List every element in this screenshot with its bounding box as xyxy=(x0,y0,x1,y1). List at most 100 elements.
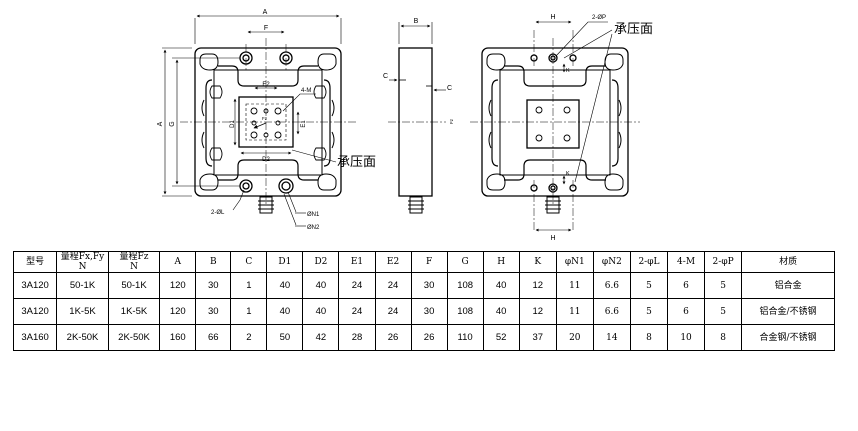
column-header-unit: N xyxy=(78,262,87,272)
axis-label-fz-side: Fz xyxy=(449,118,454,124)
dim-label-H-bottom: H xyxy=(550,235,555,242)
table-cell: 30 xyxy=(195,298,232,325)
column-header: A xyxy=(159,251,197,273)
column-header-unit: N xyxy=(130,262,138,272)
table-cell: 1K-5K xyxy=(56,298,109,325)
table-cell: 铝合金 xyxy=(741,272,835,299)
table-cell: 3A120 xyxy=(12,272,58,299)
column-header: D1 xyxy=(266,251,304,273)
table-cell: 40 xyxy=(266,298,304,325)
column-header-line1: D2 xyxy=(314,257,328,267)
column-header-line1: F xyxy=(425,257,433,267)
dim-label-D1: D1 xyxy=(230,120,236,128)
table-cell: 50 xyxy=(266,324,304,351)
table-cell: 24 xyxy=(374,298,412,325)
table-cell: 26 xyxy=(374,324,412,351)
column-header-line1: 2-φP xyxy=(712,257,734,267)
column-header: D2 xyxy=(302,251,340,273)
front-left-slot xyxy=(205,79,213,167)
table-cell: 50-1K xyxy=(107,272,161,299)
column-header: 2-φP xyxy=(704,251,743,273)
table-cell: 160 xyxy=(159,324,197,351)
table-cell: 5 xyxy=(704,298,743,325)
column-header: F xyxy=(410,251,448,273)
front-lobe-br xyxy=(317,173,337,191)
column-header-line1: E2 xyxy=(386,257,400,267)
dim-label-K-bottom: K xyxy=(566,171,570,177)
dim-label-A-side: A xyxy=(157,121,164,126)
table-cell: 6.6 xyxy=(592,272,631,299)
column-header-line1: φN1 xyxy=(564,257,585,267)
column-header: K xyxy=(518,251,557,273)
column-header: E2 xyxy=(374,251,412,273)
table-cell: 12 xyxy=(518,298,557,325)
table-cell: 5 xyxy=(629,272,669,299)
table-cell: 26 xyxy=(410,324,448,351)
dim-label-E2: E2 xyxy=(262,82,270,88)
table-cell: 2 xyxy=(230,324,268,351)
front-top-slot xyxy=(218,65,318,87)
table-cell: 11 xyxy=(555,272,594,299)
column-header-line1: K xyxy=(534,257,542,267)
front-bottom-slot xyxy=(218,159,318,181)
table-cell: 30 xyxy=(410,272,448,299)
table-cell: 24 xyxy=(338,298,376,325)
table-cell: 6.6 xyxy=(592,298,631,325)
column-header-line1: 2-φL xyxy=(638,257,660,267)
table-cell: 1 xyxy=(230,298,268,325)
table-cell: 120 xyxy=(159,298,197,325)
column-header-line1: 量程Fz xyxy=(119,252,149,263)
column-header: C xyxy=(230,251,268,273)
dim-label-N2: ØN2 xyxy=(307,225,320,231)
column-header-line1: D1 xyxy=(278,257,292,267)
column-header: φN2 xyxy=(592,251,631,273)
dim-label-4-M: 4-M xyxy=(301,88,311,94)
table-cell: 40 xyxy=(266,272,304,299)
table-cell: 52 xyxy=(482,324,520,351)
table-cell: 14 xyxy=(592,324,631,351)
dim-label-D2: D2 xyxy=(262,157,270,163)
column-header-line1: 4-M xyxy=(677,257,696,267)
table-cell: 30 xyxy=(410,298,448,325)
dim-label-N1: ØN1 xyxy=(307,212,320,218)
table-cell: 5 xyxy=(629,298,669,325)
dim-label-A: A xyxy=(263,9,268,16)
dim-label-K-top: K xyxy=(566,68,570,74)
column-header-line1: φN2 xyxy=(601,257,622,267)
table-cell: 6 xyxy=(666,298,706,325)
table-cell: 10 xyxy=(666,324,706,351)
front-lobe-tl xyxy=(199,53,219,71)
table-cell: 24 xyxy=(374,272,412,299)
table-cell: 30 xyxy=(195,272,232,299)
table-cell: 20 xyxy=(555,324,594,351)
front-view-labels: A F E2 D2 D1 E1 G A 4-M 2-ØL ØN1 ØN2 Fz … xyxy=(157,9,376,231)
front-view xyxy=(162,14,357,227)
axis-label-fz-front: Fz xyxy=(262,116,268,121)
table-cell: 120 xyxy=(159,272,197,299)
table-cell: 1 xyxy=(230,272,268,299)
rear-view xyxy=(470,20,640,232)
rear-view-labels: H H 2-ØP K K 承压面 xyxy=(550,14,653,242)
dim-label-C-top: C xyxy=(383,73,388,80)
table-cell: 12 xyxy=(518,272,557,299)
technical-drawing: A F E2 D2 D1 E1 G A 4-M 2-ØL ØN1 ØN2 Fz … xyxy=(157,9,653,242)
dim-label-G: G xyxy=(169,121,176,126)
column-header-line1: H xyxy=(497,257,506,267)
table-cell: 6 xyxy=(666,272,706,299)
dim-label-F: F xyxy=(264,25,268,32)
column-header: E1 xyxy=(338,251,376,273)
column-header: B xyxy=(195,251,232,273)
dim-label-H-top: H xyxy=(550,14,555,21)
bearing-face-label-front: 承压面 xyxy=(337,155,376,170)
column-header: 型号 xyxy=(12,251,58,273)
table-cell: 3A160 xyxy=(12,324,58,351)
column-header: H xyxy=(482,251,520,273)
table-cell: 108 xyxy=(446,298,484,325)
table-cell: 40 xyxy=(302,272,340,299)
